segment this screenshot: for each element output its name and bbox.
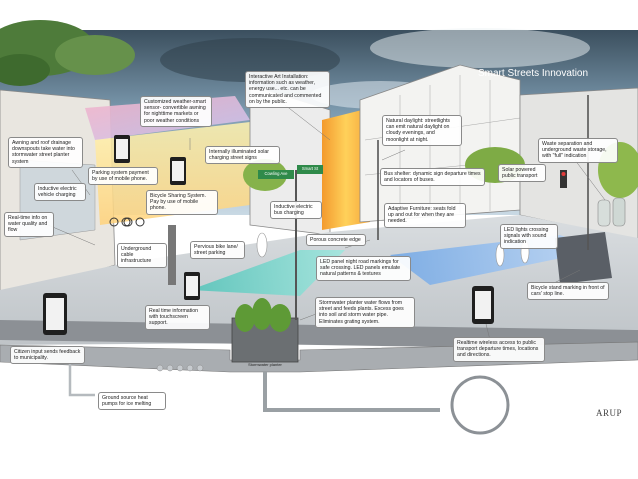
callout-realtime-touchscreen: Real time information with touchscreen s… bbox=[145, 305, 210, 330]
cloud bbox=[370, 28, 590, 68]
waste-bin bbox=[613, 198, 625, 226]
callout-street-signs: Internally illuminated solar charging st… bbox=[205, 146, 280, 164]
bike-lane-marking bbox=[555, 232, 612, 284]
callout-underground-cable: Underground cable infrastructure bbox=[117, 243, 167, 268]
callout-weather-awning: Customized weather-smart sensor- convert… bbox=[140, 96, 212, 127]
callout-awning-drainage: Awning and roof drainage downspouts take… bbox=[8, 137, 83, 168]
callout-water-quality: Real-time info on water quality and flow bbox=[4, 212, 54, 237]
callout-led-markings: LED panel night road markings for safe c… bbox=[316, 256, 411, 281]
callout-bus-charging: Inductive electric bus charging bbox=[270, 201, 322, 219]
callout-natural-daylight: Natural daylight: streetlights can emit … bbox=[382, 115, 462, 146]
touchscreen-kiosk bbox=[168, 225, 176, 285]
callout-art-installation: Interactive Art Installation: informatio… bbox=[245, 71, 330, 108]
callout-ground-heat-pumps: Ground source heat pumps for ice melting bbox=[98, 392, 166, 410]
callout-bicycle-stand: Bicycle stand marking in front of cars' … bbox=[527, 282, 609, 300]
street-sign-text-left: Cowling Ave bbox=[259, 171, 293, 176]
callout-bike-sharing: Bicycle Sharing System. Pay by use of mo… bbox=[146, 190, 218, 215]
street-sign-text-right: Smart St bbox=[298, 166, 322, 171]
callout-led-crossing: LED lights crossing signals with sound i… bbox=[500, 224, 558, 249]
storm-water-pipe bbox=[265, 372, 440, 410]
callout-parking-payment: Parking system payment by use of mobile … bbox=[88, 167, 158, 185]
callout-stormwater-planter: Stormwater planter water flows from stre… bbox=[315, 297, 415, 328]
callout-wireless-access: Realtime wireless access to public trans… bbox=[453, 337, 545, 362]
arup-logo: ARUP bbox=[596, 408, 622, 418]
traffic-light-red bbox=[562, 172, 566, 176]
callout-adaptive-furniture: Adaptive Furniture: seats fold up and ou… bbox=[384, 203, 466, 228]
callout-pervious-bike: Pervious bike lane/ street parking bbox=[190, 241, 245, 259]
callout-citizen-input: Citizen input sends feedback to municipa… bbox=[10, 346, 85, 364]
waste-bin bbox=[598, 200, 610, 226]
planter-label: Stormwater planter bbox=[232, 362, 298, 367]
page-title: Smart Streets Innovation bbox=[478, 68, 588, 79]
callout-bus-shelter: Bus shelter: dynamic sign departure time… bbox=[380, 168, 485, 186]
callout-waste-separation: Waste separation and underground waste s… bbox=[538, 138, 618, 163]
callout-porous-edge: Porous concrete edge bbox=[306, 234, 366, 246]
callout-ev-charging: Inductive electric vehicle charging bbox=[34, 183, 86, 201]
storm-drain-chamber bbox=[452, 377, 508, 433]
callout-solar-transport: Solar powered public transport bbox=[498, 164, 546, 182]
